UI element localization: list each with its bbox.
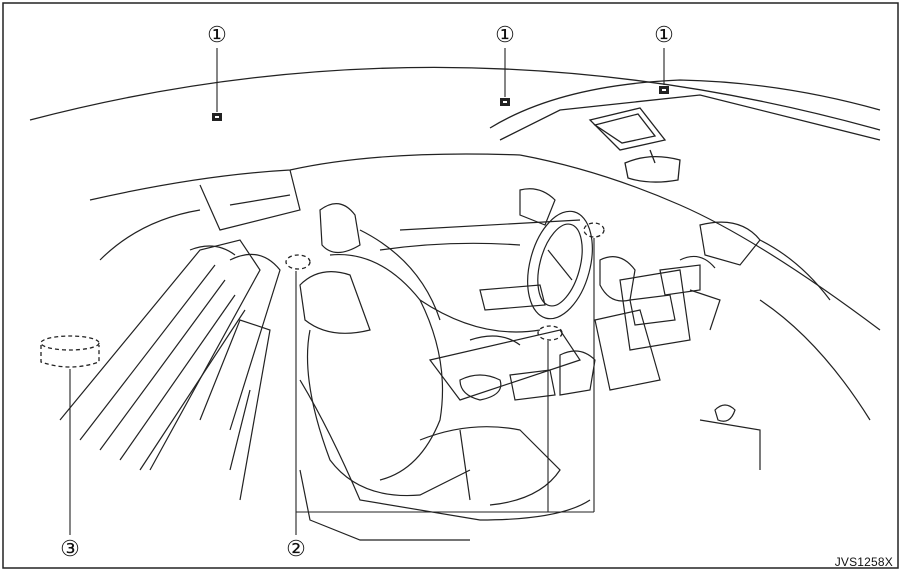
roof-outline <box>29 66 881 183</box>
leader-lines <box>69 48 665 535</box>
callout-1b: ① <box>495 22 515 47</box>
interior-lineart <box>59 153 881 541</box>
sensor-2a-area <box>285 254 311 270</box>
sensor-2b-area <box>583 222 605 238</box>
sensor-2c-area <box>537 325 563 341</box>
callout-3: ③ <box>60 536 80 561</box>
sensor-3-area <box>40 345 100 368</box>
callout-1a: ① <box>207 22 227 47</box>
callout-1c: ① <box>654 22 674 47</box>
callout-2: ② <box>286 536 306 561</box>
dashed-sensor-areas <box>40 222 605 368</box>
figure-code: JVS1258X <box>834 555 893 569</box>
sensor-markers <box>212 86 669 121</box>
